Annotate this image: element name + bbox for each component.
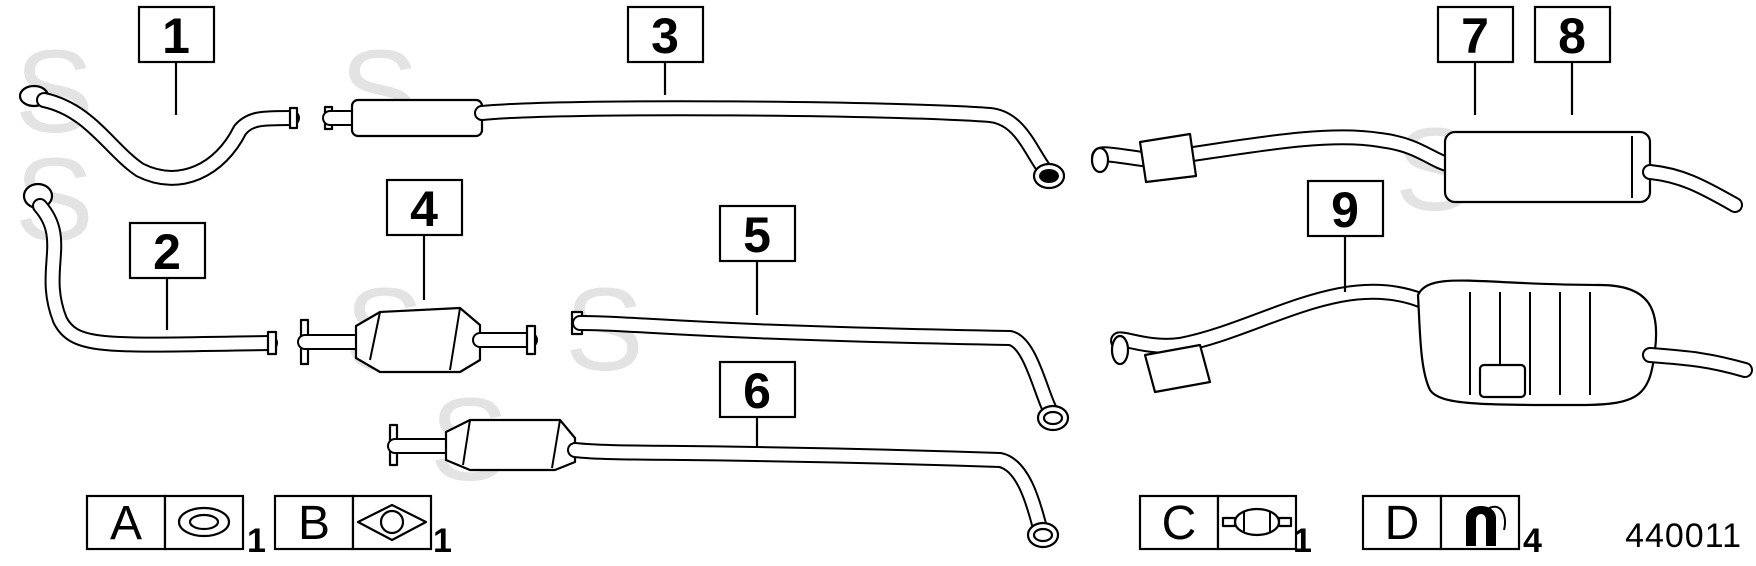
callout-4-label: 4 [410, 181, 438, 237]
callout-6-label: 6 [743, 363, 771, 419]
legend-c-quantity: 1 [1293, 522, 1312, 560]
part-4-catalytic-converter [297, 306, 538, 374]
diagram-id: 440011 [1625, 517, 1742, 555]
flange-gasket-icon [356, 503, 428, 542]
callout-2-label: 2 [153, 224, 181, 280]
callout-1-label: 1 [162, 8, 190, 64]
pipe-clamp-icon [1221, 507, 1293, 537]
part-6-catalytic-pipe [387, 418, 1060, 549]
legend-c-letter: C [1162, 497, 1197, 550]
part-1-front-pipe [18, 84, 300, 186]
callout-7-label: 7 [1461, 8, 1489, 64]
legend-d-quantity: 4 [1523, 522, 1542, 560]
callout-4: 4 [385, 178, 464, 300]
callout-3-label: 3 [651, 8, 679, 64]
legend-a-quantity: 1 [247, 522, 266, 560]
part-7-8-rear-muffler [1090, 129, 1743, 213]
callout-6: 6 [718, 360, 797, 448]
callout-8: 8 [1533, 5, 1612, 115]
callout-5-label: 5 [743, 207, 771, 263]
part-9-rear-section [1110, 279, 1753, 407]
callout-5: 5 [718, 204, 797, 315]
callout-8-label: 8 [1558, 8, 1586, 64]
callout-9-label: 9 [1331, 182, 1359, 238]
callout-7: 7 [1436, 5, 1515, 115]
part-5-intermediate-pipe [570, 310, 1070, 432]
rubber-hanger-icon [1466, 505, 1506, 546]
watermark-layer: S S S S S S S [15, 26, 1474, 506]
legend-b-letter: B [298, 497, 330, 550]
callout-1: 1 [137, 5, 216, 115]
legend-item-c: C 1 [1138, 494, 1312, 560]
callout-3: 3 [626, 5, 705, 95]
legend-item-d: D 4 [1361, 494, 1542, 560]
watermark-glyph: S [340, 26, 419, 158]
part-3-center-pipe [322, 98, 1066, 190]
legend-d-letter: D [1385, 497, 1420, 550]
legend-b-quantity: 1 [433, 522, 452, 560]
callout-2: 2 [128, 221, 207, 330]
legend-item-b: B 1 [273, 494, 452, 560]
callout-9: 9 [1306, 179, 1385, 292]
part-2-front-pipe [22, 182, 278, 356]
gasket-ring-icon [177, 506, 231, 538]
legend-a-letter: A [110, 497, 142, 550]
legend-item-a: A 1 [85, 494, 266, 560]
